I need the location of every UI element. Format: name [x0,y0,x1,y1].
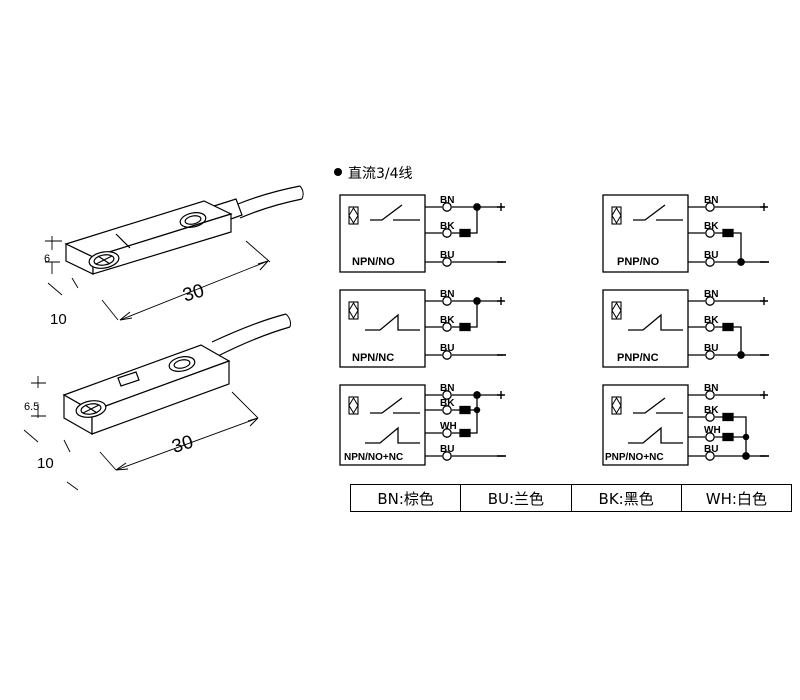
wire-bk-label: BK [440,398,455,409]
circuit-label-pnp-nc: PNP/NC [617,352,659,364]
circuit-npn-no [339,194,506,273]
circuit-label-npn-no: NPN/NO [352,256,395,268]
wire-bn-label: BN [704,289,718,300]
bullet-icon [334,168,342,176]
wire-bk-label: BK [440,221,455,232]
wire-bk-label: BK [704,221,719,232]
wire-bn-label: BN [704,195,718,206]
wire-bn-label: BN [440,289,454,300]
color-legend-table: BN:棕色 BU:兰色 BK:黑色 WH:白色 [349,484,793,512]
sensor-1-width-label: 10 [50,311,67,328]
wire-bu-label: BU [704,250,718,261]
wire-bu-label: BU [440,250,454,261]
sensor-1-drawing [45,185,304,321]
header-title: 直流3/4线 [348,165,413,182]
circuit-pnp-no-nc [602,384,769,466]
wire-bn-label: BN [440,383,454,394]
circuit-npn-no-nc [339,384,506,466]
legend-cell-wh: WH:白色 [680,484,793,512]
sensor-2-width-label: 10 [37,455,54,472]
wire-bk-label: BK [704,405,719,416]
sensor-2-drawing [23,313,291,491]
circuit-label-npn-nc: NPN/NC [352,352,394,364]
sensor-2-height-label: 6.5 [24,401,39,413]
wire-bu-label: BU [704,343,718,354]
wire-bu-label: BU [440,444,454,455]
wire-bu-label: BU [440,343,454,354]
wire-wh-label: WH [440,421,457,432]
sensor-1-height-label: 6 [44,253,50,265]
wire-bu-label: BU [704,444,718,455]
legend-cell-bu: BU:兰色 [460,484,572,512]
wire-bn-label: BN [704,383,718,394]
circuit-npn-nc [339,289,506,368]
circuit-label-pnp-no: PNP/NO [617,256,660,268]
circuit-pnp-no [602,194,769,273]
wire-bk-label: BK [704,315,719,326]
wire-bk-label: BK [440,315,455,326]
wire-wh-label: WH [704,425,721,436]
wire-bn-label: BN [440,195,454,206]
circuit-label-pnp-no-nc: PNP/NO+NC [605,452,664,463]
sensor-2-length-label: 30 [169,432,195,458]
legend-cell-bk: BK:黑色 [570,484,682,512]
legend-cell-bn: BN:棕色 [349,484,462,512]
circuit-pnp-nc [602,289,769,368]
circuit-label-npn-no-nc: NPN/NO+NC [344,452,403,463]
sensor-1-length-label: 30 [180,280,206,306]
